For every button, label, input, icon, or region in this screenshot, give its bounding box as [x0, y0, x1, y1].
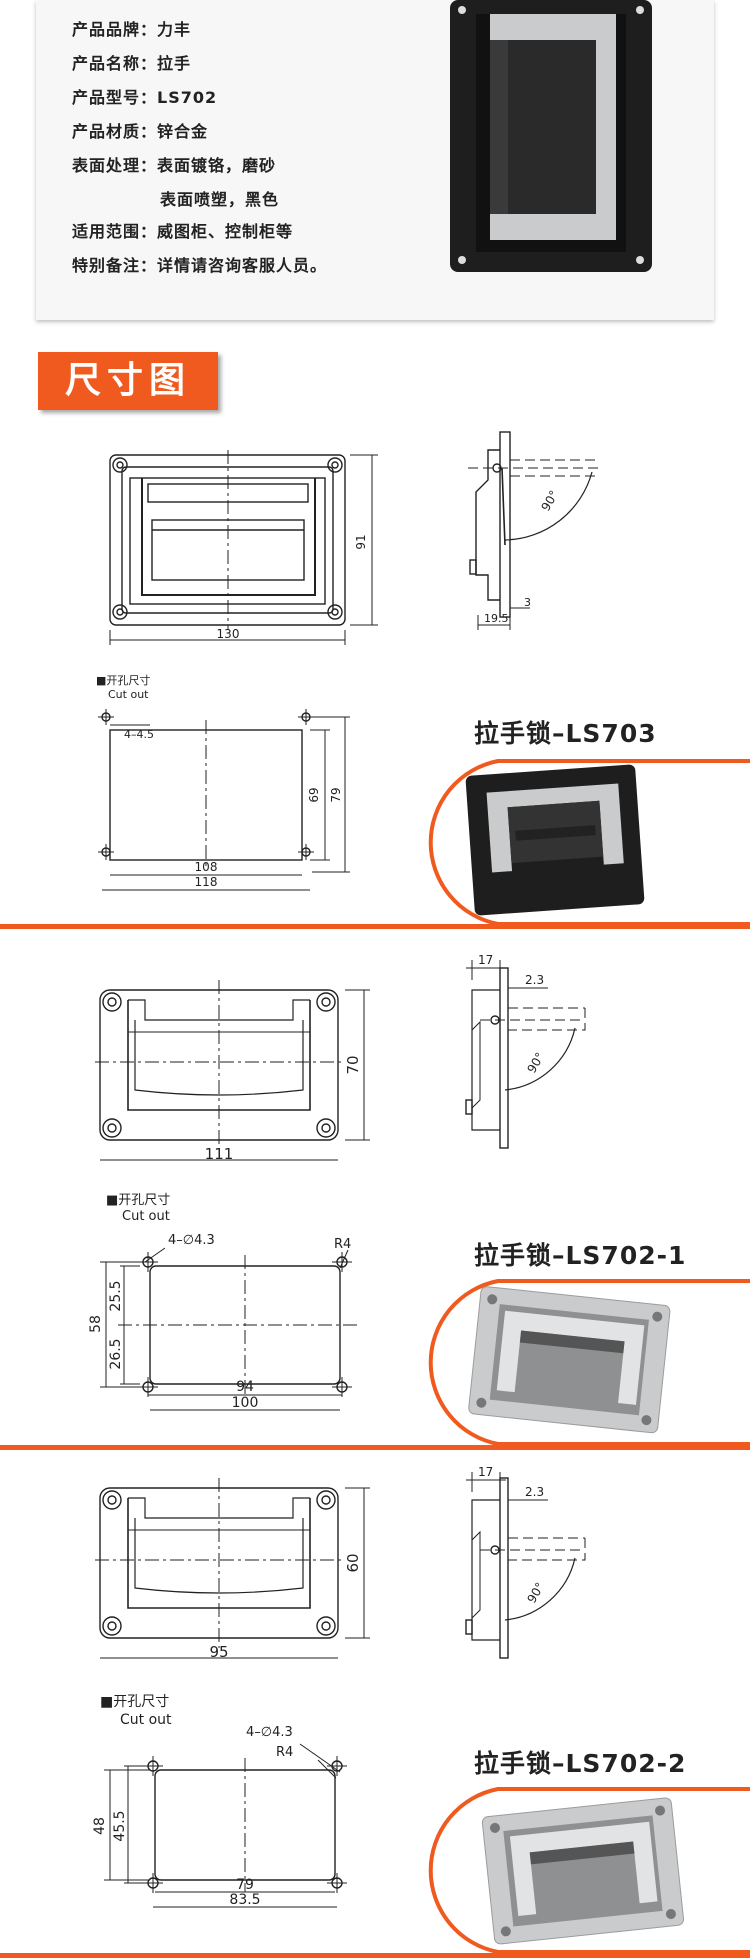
cutout-label-cn: ■开孔尺寸 — [100, 1694, 169, 1710]
cutout-holes: 4–∅4.3 — [246, 1725, 293, 1740]
cutout-inner-h: 69 — [307, 787, 321, 802]
spec-surface: 表面处理：表面镀铬，磨砂 — [72, 156, 277, 175]
dim-angle: 90° — [524, 1050, 547, 1075]
cutout-outer-w: 83.5 — [229, 1892, 260, 1908]
cutout-inner-w: 79 — [236, 1877, 254, 1893]
dim-angle: 90° — [538, 488, 561, 513]
cutout-holes: 4–4.5 — [124, 728, 154, 741]
spec-brand: 产品品牌：力丰 — [72, 20, 192, 39]
product-frame-ls702-2 — [428, 1787, 750, 1954]
cutout-h-total: 58 — [88, 1315, 104, 1333]
cutout-h-part: 45.5 — [112, 1810, 128, 1841]
spec-material: 产品材质：锌合金 — [72, 122, 209, 141]
dim-depth: 17 — [478, 1465, 493, 1479]
dim-width: 95 — [209, 1643, 228, 1661]
divider-1 — [0, 924, 750, 929]
cutout-radius: R4 — [276, 1745, 293, 1760]
cutout-label-cn: ■开孔尺寸 — [106, 1193, 170, 1208]
spec-scope: 适用范围：威图柜、控制柜等 — [72, 222, 294, 241]
labels-ls703: 130 91 90° 19.5 3 ■开孔尺寸 Cut out 4–4.5 10… — [96, 488, 561, 889]
product-title-ls702-2: 拉手锁–LS702-2 — [474, 1749, 687, 1778]
section-title: 尺寸图 — [38, 352, 218, 410]
cutout-label-en: Cut out — [120, 1712, 172, 1728]
divider-2 — [0, 1445, 750, 1450]
product-frame-ls702-1 — [428, 1279, 750, 1446]
dim-height: 70 — [344, 1055, 362, 1074]
divider-3 — [0, 1953, 750, 1958]
cutout-inner-w: 108 — [195, 860, 218, 874]
dim-depth: 19.5 — [484, 612, 509, 625]
product-photo-ls703 — [465, 764, 645, 916]
product-photo-ls702-1 — [468, 1286, 671, 1434]
product-frame-ls703 — [428, 759, 750, 926]
spec-name: 产品名称：拉手 — [72, 54, 192, 73]
cutout-h-bottom: 26.5 — [108, 1338, 124, 1369]
cutout-h-top: 25.5 — [108, 1280, 124, 1311]
dim-depth: 17 — [478, 953, 493, 967]
cutout-outer-w: 100 — [232, 1395, 259, 1411]
cutout-label-en: Cut out — [108, 688, 149, 701]
labels-ls702-1: 111 70 90° 17 2.3 ■开孔尺寸 Cut out 4–∅4.3 R… — [88, 953, 547, 1411]
cutout-outer-w: 118 — [195, 875, 218, 889]
cutout-inner-w: 94 — [236, 1379, 254, 1395]
dim-height: 60 — [344, 1553, 362, 1572]
dim-thickness: 3 — [524, 596, 531, 609]
cutout-label-cn: ■开孔尺寸 — [96, 673, 150, 687]
spec-note: 特别备注：详情请咨询客服人员。 — [72, 256, 328, 275]
labels-ls702-2: 95 60 90° 17 2.3 ■开孔尺寸 Cut out 4–∅4.3 R4… — [92, 1465, 547, 1908]
spec-model: 产品型号：LS702 — [72, 88, 218, 107]
dim-angle: 90° — [524, 1580, 547, 1605]
cutout-outer-h: 79 — [329, 787, 343, 802]
cutout-h-total: 48 — [92, 1817, 108, 1835]
drawing-ls702-1 — [95, 960, 586, 1411]
drawing-ls702-2 — [95, 1472, 586, 1908]
product-photo-ls702 — [450, 0, 652, 272]
cutout-holes: 4–∅4.3 — [168, 1233, 215, 1248]
product-photo-ls702-2 — [481, 1797, 685, 1945]
drawing-ls703 — [98, 431, 600, 891]
dim-thickness: 2.3 — [525, 1485, 544, 1499]
dim-height: 91 — [354, 534, 368, 549]
product-title-ls702-1: 拉手锁–LS702-1 — [474, 1241, 687, 1270]
product-title-ls703: 拉手锁–LS703 — [474, 719, 657, 748]
dim-width: 130 — [217, 627, 240, 641]
cutout-label-en: Cut out — [122, 1209, 170, 1224]
spec-surface-2: 表面喷塑，黑色 — [160, 190, 280, 209]
dim-width: 111 — [205, 1145, 234, 1163]
dim-thickness: 2.3 — [525, 973, 544, 987]
cutout-radius: R4 — [334, 1237, 351, 1252]
